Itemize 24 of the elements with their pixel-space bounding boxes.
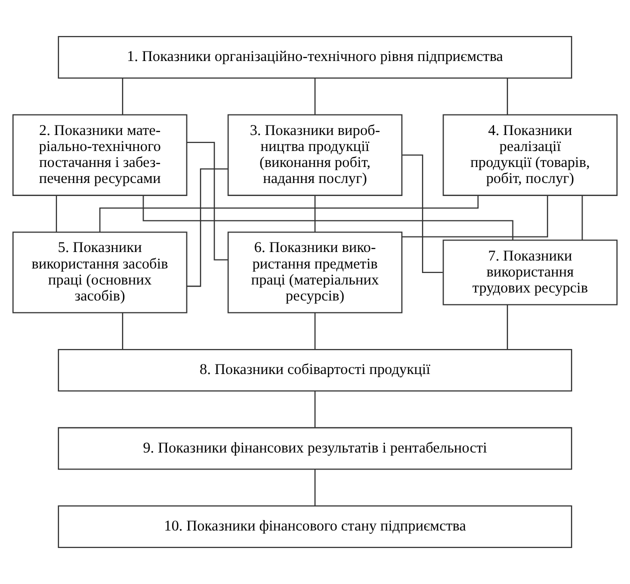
node-box: 6. Показники вико- ристання предметів праці (матеріальних ресурсів): [228, 232, 402, 314]
node-box: 7. Показники використання трудових ресурсів: [442, 240, 618, 306]
connector: [314, 391, 316, 428]
connector: [122, 312, 124, 350]
connector: [506, 305, 508, 350]
connector: [506, 78, 508, 115]
node-box: 4. Показники реалізації продукції (товарів, робіт, послуг): [442, 114, 618, 196]
node-box: 9. Показники фінансових результатів і рентабельності: [58, 427, 572, 470]
connector: [314, 195, 316, 232]
connector: [314, 78, 316, 115]
connector: [402, 154, 443, 274]
connector: [122, 78, 124, 115]
node-box: 3. Показники вироб- ництва продукції (виконання робіт, надання послуг): [228, 114, 402, 196]
connector: [142, 196, 514, 240]
node-box: 5. Показники використання засобів праці (основних засобів): [12, 232, 188, 314]
connector: [402, 195, 548, 238]
connector: [56, 195, 58, 232]
connector: [314, 312, 316, 350]
node-box: 1. Показники організаційно-технічного рівня підприємства: [58, 36, 572, 79]
node-box: 10. Показники фінансового стану підприємства: [58, 505, 572, 548]
connector: [582, 195, 583, 240]
node-box: 2. Показники мате- ріально-технічного постачання і забез- печення ресурсами: [12, 114, 188, 196]
node-box: 8. Показники собівартості продукції: [58, 348, 572, 392]
connector: [314, 469, 316, 506]
